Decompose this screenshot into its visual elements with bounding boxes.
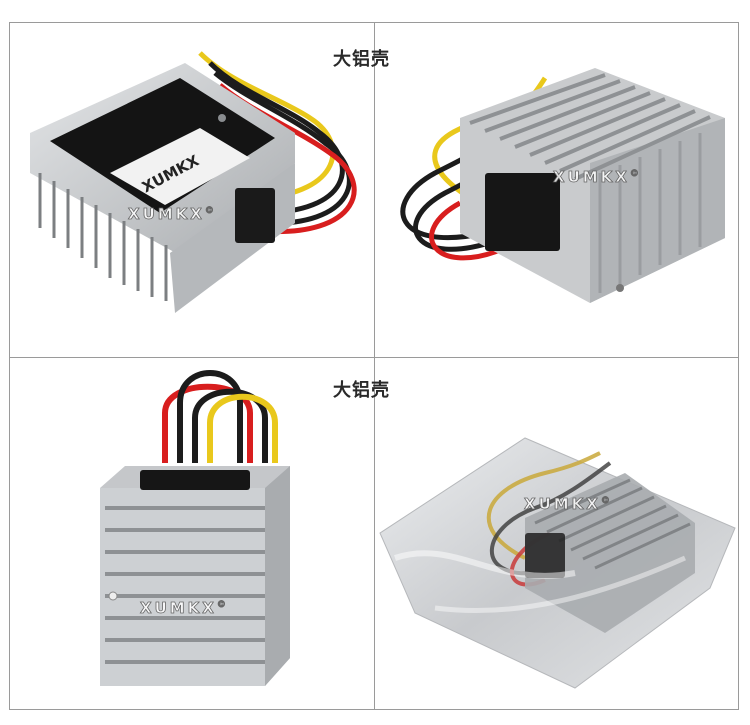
watermark-brand: XUMKX© (553, 168, 640, 187)
product-label: XUMKX (110, 128, 250, 205)
photo-packaged-view (375, 358, 740, 711)
watermark-brand: XUMKX© (128, 205, 215, 224)
watermark-brand: XUMKX© (524, 495, 611, 514)
heat-sink-fins (534, 478, 691, 570)
grid-divider-vertical (374, 23, 375, 709)
converter-standing-illustration (100, 370, 290, 686)
grid-divider-horizontal (10, 357, 738, 358)
converter-packaged-illustration (379, 437, 736, 689)
caption-middle: 大铝壳 (333, 380, 390, 401)
watermark-brand: XUMKX© (140, 599, 227, 618)
heat-sink-fins (469, 73, 711, 181)
photo-front-view: XUMKX (10, 23, 374, 357)
photo-standing-view (10, 358, 374, 711)
caption-top: 大铝壳 (333, 49, 390, 70)
converter-angled-illustration (400, 68, 725, 303)
photo-angled-view (375, 23, 740, 357)
image-grid: XUMKX (9, 22, 739, 710)
heat-sink-fins (105, 506, 265, 664)
converter-front-illustration: XUMKX (30, 51, 357, 313)
